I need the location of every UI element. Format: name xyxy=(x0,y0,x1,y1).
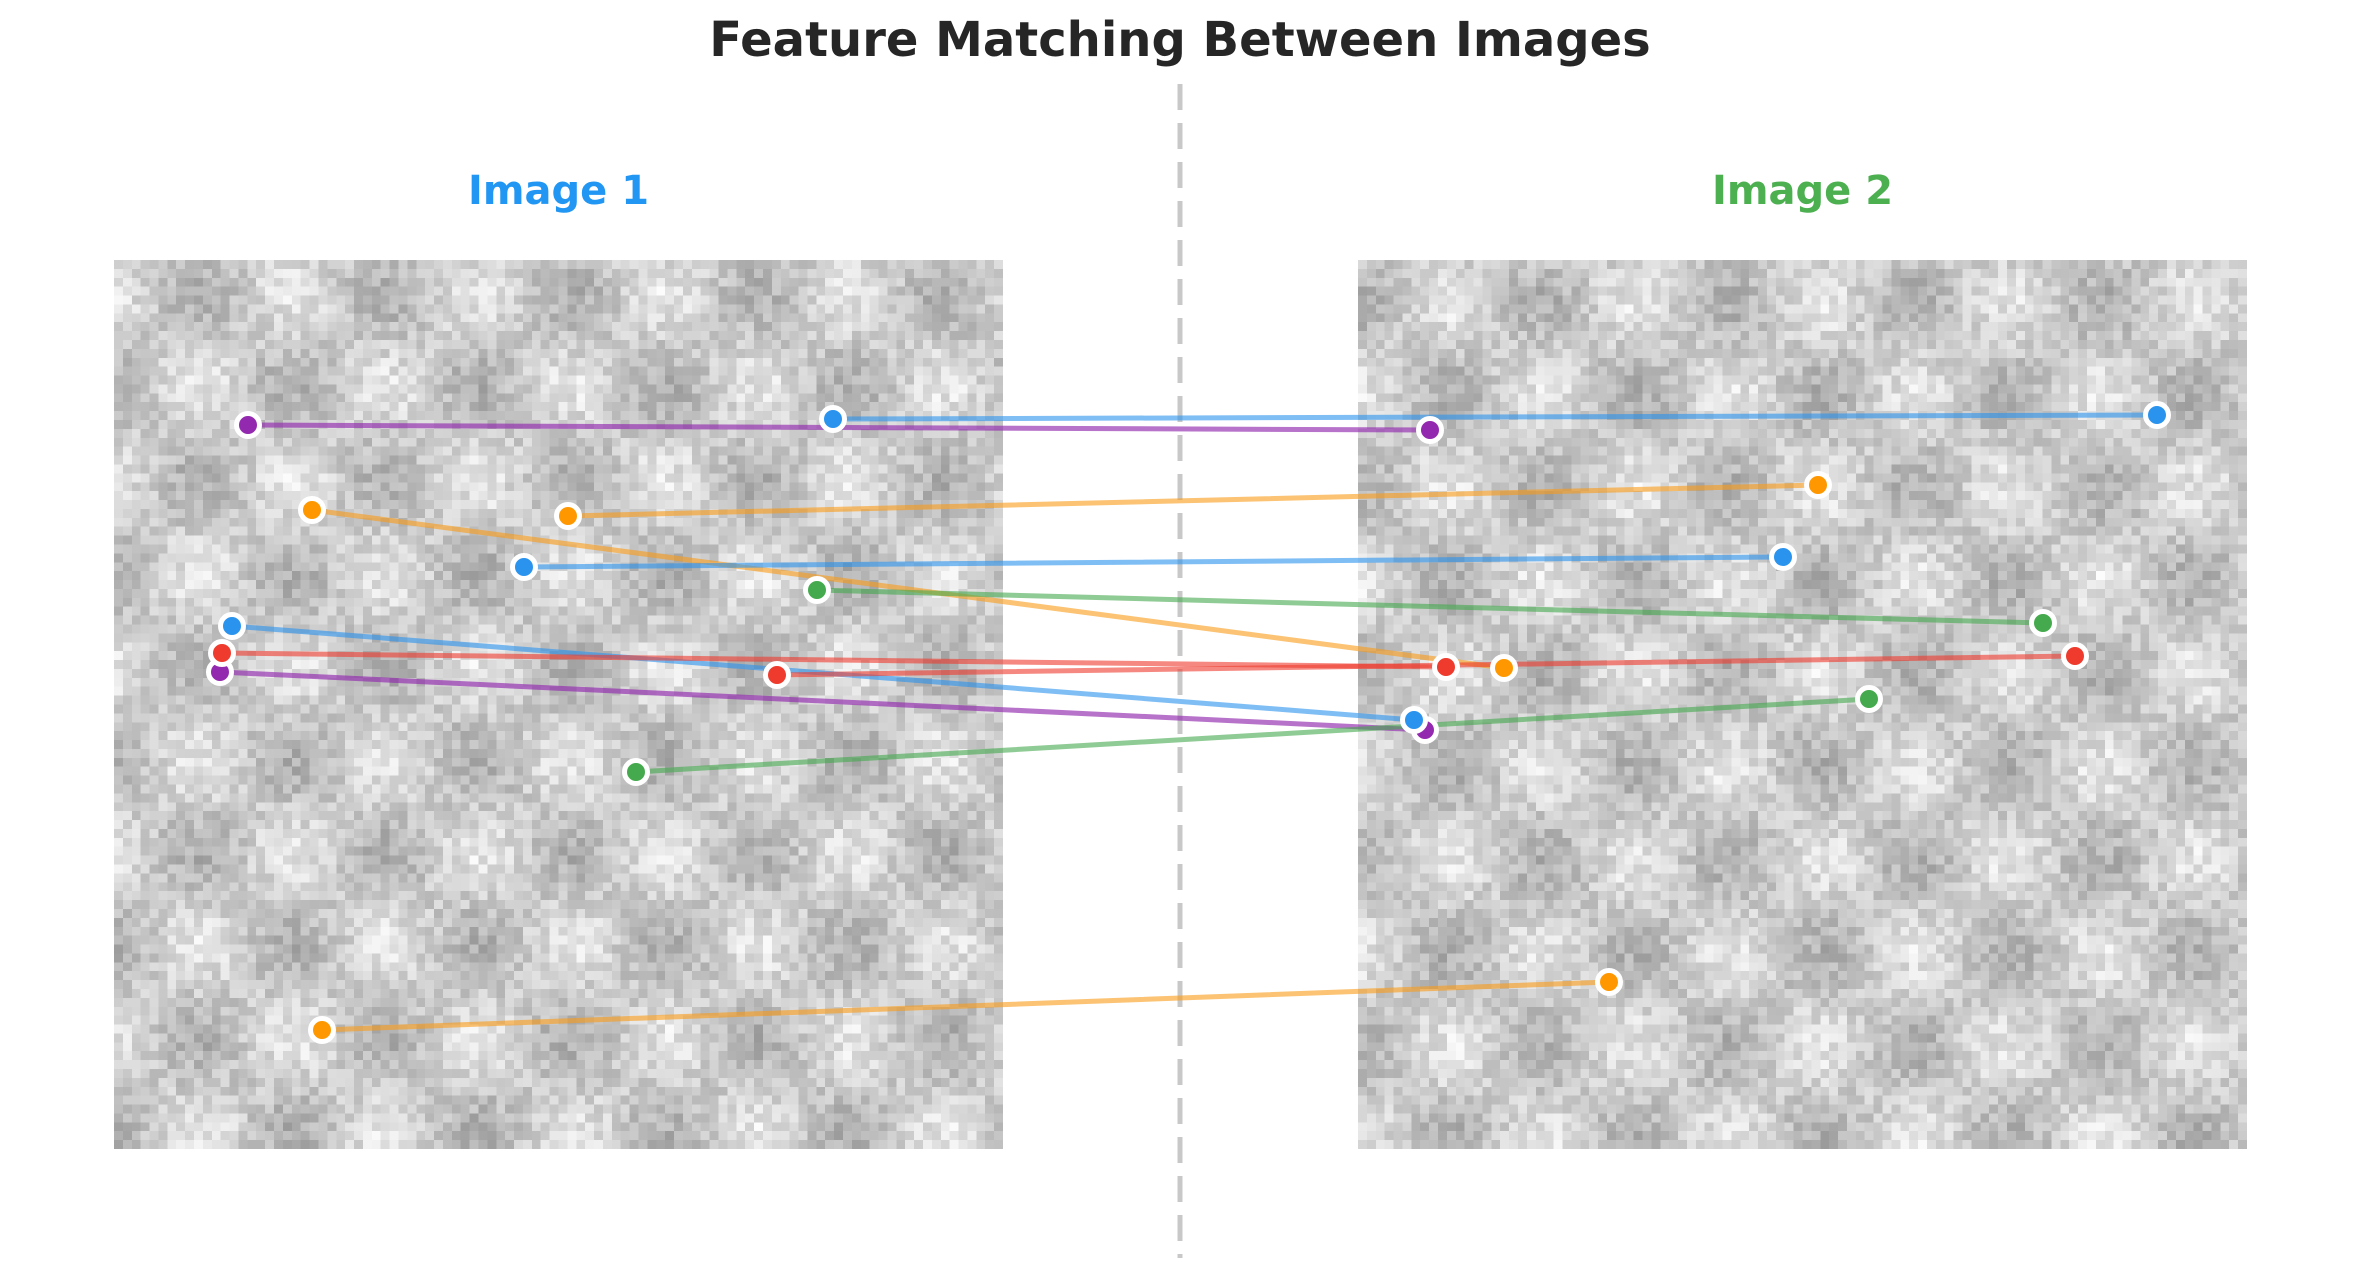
keypoint-right-orange-11 xyxy=(1595,968,1623,996)
match-line-orange-2 xyxy=(309,507,1507,671)
keypoint-left-blue-4 xyxy=(510,553,538,581)
match-line-orange-3 xyxy=(565,482,1821,519)
keypoint-right-red-9 xyxy=(2061,642,2089,670)
figure-title: Feature Matching Between Images xyxy=(709,12,1651,68)
keypoint-right-blue-4 xyxy=(1769,543,1797,571)
keypoint-left-orange-3 xyxy=(554,502,582,530)
keypoint-right-orange-2 xyxy=(1490,654,1518,682)
keypoint-right-purple-1 xyxy=(1416,416,1444,444)
match-line-red-9 xyxy=(774,653,2078,678)
image-1-label: Image 1 xyxy=(467,168,650,214)
match-line-blue-4 xyxy=(521,554,1786,570)
keypoint-left-green-10 xyxy=(622,758,650,786)
keypoint-left-red-9 xyxy=(763,661,791,689)
keypoint-left-blue-6 xyxy=(218,612,246,640)
keypoint-right-blue-0 xyxy=(2143,401,2171,429)
match-line-orange-11 xyxy=(319,979,1612,1033)
keypoint-left-orange-2 xyxy=(298,496,326,524)
match-line-green-5 xyxy=(814,587,2046,626)
keypoint-left-purple-1 xyxy=(234,411,262,439)
image-2-label: Image 2 xyxy=(1711,168,1894,214)
match-line-green-10 xyxy=(633,696,1872,775)
match-line-blue-0 xyxy=(830,412,2160,422)
keypoint-left-green-5 xyxy=(803,576,831,604)
keypoint-left-red-7 xyxy=(208,639,236,667)
keypoint-left-orange-11 xyxy=(308,1016,336,1044)
keypoint-left-blue-0 xyxy=(819,405,847,433)
match-line-purple-8 xyxy=(217,669,1428,733)
keypoint-right-orange-3 xyxy=(1804,471,1832,499)
keypoint-right-green-10 xyxy=(1855,685,1883,713)
keypoint-right-blue-6 xyxy=(1400,706,1428,734)
match-line-red-7 xyxy=(219,650,1449,670)
keypoint-right-green-5 xyxy=(2029,609,2057,637)
keypoint-right-red-7 xyxy=(1432,653,1460,681)
